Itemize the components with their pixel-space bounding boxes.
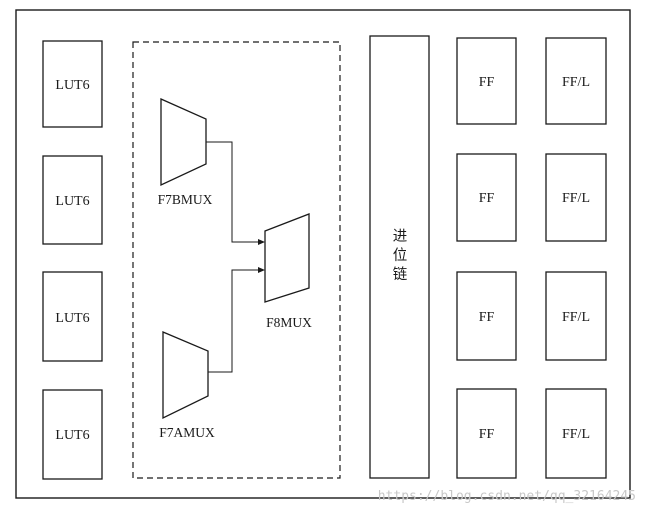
lut6-label: LUT6 (55, 428, 89, 443)
ffl-label: FF/L (562, 75, 590, 90)
ffl-label: FF/L (562, 427, 590, 442)
f8mux: F8MUX (264, 213, 312, 330)
f7amux: F7AMUX (159, 331, 215, 440)
wire-arrowheads (258, 239, 265, 273)
ffl-column: FF/L FF/L FF/L FF/L (545, 37, 607, 479)
f8mux-label: F8MUX (266, 315, 312, 330)
f7amux-label: F7AMUX (159, 425, 215, 440)
ffl-block: FF/L (545, 37, 607, 125)
watermark-text: https://blog.csdn.net/qq_32164245 (378, 489, 636, 504)
ff-label: FF (479, 75, 495, 90)
ffl-label: FF/L (562, 310, 590, 325)
ff-block: FF (456, 153, 517, 242)
ff-column: FF FF FF FF (456, 37, 517, 479)
ffl-block: FF/L (545, 153, 607, 242)
lut6-label: LUT6 (55, 311, 89, 326)
lut-column: LUT6 LUT6 LUT6 LUT6 (42, 40, 103, 480)
carry-chain-char: 位 (393, 247, 408, 264)
ffl-label: FF/L (562, 191, 590, 206)
slice-outline (15, 9, 631, 499)
carry-chain-char: 进 (393, 228, 408, 245)
ff-label: FF (479, 427, 495, 442)
ff-block: FF (456, 388, 517, 479)
ff-label: FF (479, 310, 495, 325)
ffl-block: FF/L (545, 271, 607, 361)
ff-block: FF (456, 271, 517, 361)
lut6-label: LUT6 (55, 194, 89, 209)
ff-label: FF (479, 191, 495, 206)
lut6-block: LUT6 (42, 40, 103, 128)
lut6-block: LUT6 (42, 271, 103, 362)
ff-block: FF (456, 37, 517, 125)
lut6-label: LUT6 (55, 78, 89, 93)
lut6-block: LUT6 (42, 389, 103, 480)
carry-chain-char: 链 (393, 266, 408, 283)
ffl-block: FF/L (545, 388, 607, 479)
mux-group-outline (132, 41, 341, 479)
f7bmux-label: F7BMUX (158, 192, 213, 207)
mux-wiring (206, 141, 259, 373)
carry-chain: 进 位 链 (369, 35, 430, 479)
lut6-block: LUT6 (42, 155, 103, 245)
f7bmux: F7BMUX (158, 97, 213, 207)
